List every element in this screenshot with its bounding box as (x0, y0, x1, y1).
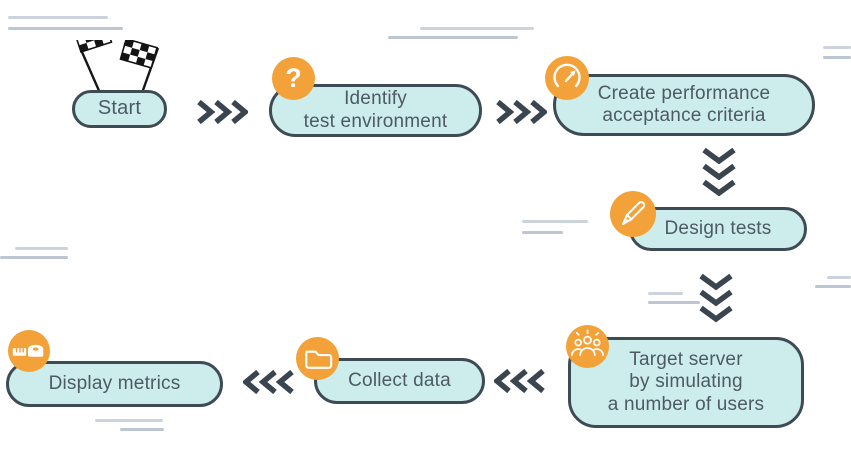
node-label: Identify (344, 88, 407, 110)
decor-line (0, 256, 68, 259)
arrow-right-chevrons (196, 99, 248, 125)
arrow-left-chevrons (494, 368, 546, 394)
decor-line (8, 27, 123, 30)
node-label: Create performance (597, 82, 771, 104)
arrow-right-chevrons (495, 99, 547, 125)
decor-line (648, 301, 700, 304)
node-label: Collect data (348, 369, 451, 391)
node-label: Design tests (664, 217, 772, 239)
node-label: acceptance criteria (602, 105, 766, 126)
decor-line (823, 56, 851, 59)
decor-line (522, 220, 588, 223)
decor-line (827, 276, 851, 279)
decor-line (823, 46, 851, 49)
arrow-left-chevrons (243, 369, 295, 395)
node-identify-test-environment: Identify test environment (269, 84, 482, 137)
node-collect-data: Collect data (314, 358, 485, 404)
decor-line (815, 285, 851, 288)
node-design-tests: Design tests (629, 207, 807, 251)
decor-line (95, 419, 163, 422)
decor-line (648, 292, 683, 295)
folder-icon (296, 337, 339, 380)
decor-line (522, 231, 563, 234)
users-icon (566, 325, 609, 368)
node-start: Start (72, 90, 167, 128)
decor-line (15, 247, 68, 250)
node-label: a number of users (607, 393, 765, 415)
decor-line (420, 27, 534, 30)
arrow-down-chevrons (700, 147, 738, 197)
decor-line (120, 428, 164, 431)
tape-measure-icon (8, 330, 50, 372)
decor-line (388, 36, 518, 39)
node-label: test environment (303, 110, 448, 132)
pen-icon (610, 191, 656, 237)
node-create-performance-acceptance-criteria: Create performance acceptance criteria (553, 74, 815, 136)
node-display-metrics: Display metrics (6, 361, 223, 407)
decor-line (8, 16, 108, 19)
node-label: by simulating (629, 371, 743, 393)
node-label: Target server (629, 348, 743, 370)
question-icon: ? (272, 57, 315, 100)
arrow-down-chevrons (697, 273, 735, 323)
node-label: Start (97, 97, 142, 120)
node-label: Display metrics (48, 372, 181, 394)
gauge-icon (545, 56, 589, 100)
checkered-flags-icon (66, 40, 178, 94)
